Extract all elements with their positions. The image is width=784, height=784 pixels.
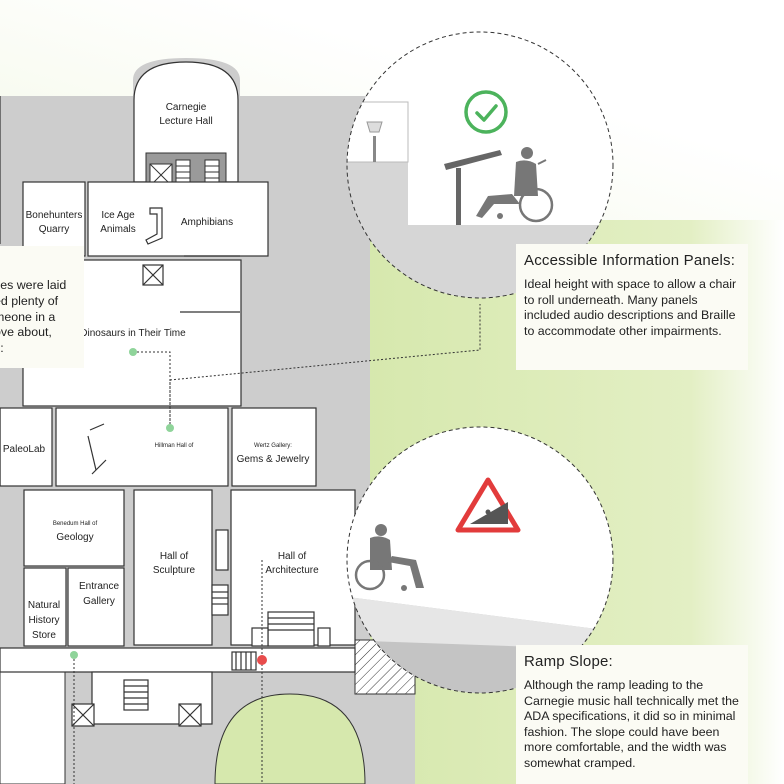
room-entrance [67, 567, 125, 647]
label-amphibians: Amphibians [181, 217, 233, 228]
ramp-card: Ramp Slope: Although the ramp leading to… [516, 645, 748, 784]
label-benedum-small: Benedum Hall of [53, 521, 98, 527]
info-panel-callout-circle [346, 31, 614, 299]
label-geology: Geology [56, 532, 93, 543]
wheelchair-user-icon [476, 147, 554, 223]
excerpt-line-1: ces were laid [0, 278, 67, 292]
excerpt-line-5: s: [0, 341, 4, 356]
marker-store[interactable] [70, 651, 78, 659]
check-circle-icon [464, 90, 508, 134]
label-lecture-hall-2: Lecture Hall [159, 116, 212, 127]
room-ice-age-amphibians [87, 181, 269, 257]
excerpt-line-4: ove about, [0, 325, 52, 340]
room-geology [23, 489, 125, 567]
label-store-3: Store [32, 630, 56, 641]
room-minerals [55, 407, 229, 487]
label-bonehunters-2: Quarry [39, 224, 70, 235]
label-architecture-2: Architecture [265, 565, 319, 576]
label-store-2: History [28, 615, 59, 626]
label-ice-age-2: Animals [100, 224, 136, 235]
callout-connectors [73, 304, 481, 784]
label-sculpture-1: Hall of [160, 551, 189, 562]
room-sculpture [133, 489, 213, 646]
marker-dinosaurs[interactable] [129, 348, 137, 356]
corridor-lower [0, 647, 356, 673]
info-panel-card: Accessible Information Panels: Ideal hei… [516, 244, 748, 370]
label-wertz-small: Wertz Gallery: [254, 443, 292, 449]
room-paleolab [0, 407, 53, 487]
label-architecture-1: Hall of [278, 551, 307, 562]
excerpt-line-2: ed plenty of [0, 293, 59, 308]
ramp-body: Although the ramp leading to the Carnegi… [524, 678, 739, 770]
label-gems: Gems & Jewelry [237, 454, 310, 465]
label-sculpture-2: Sculpture [153, 565, 196, 576]
front-lawn [214, 693, 366, 784]
room-gems [231, 407, 317, 487]
label-paleolab: PaleoLab [3, 444, 46, 455]
entrance-hall [91, 671, 213, 725]
label-store-1: Natural [28, 600, 60, 611]
slope-warning-icon [455, 477, 521, 533]
label-lecture-hall-1: Carnegie [166, 102, 207, 113]
marker-architecture[interactable] [257, 655, 267, 665]
info-panel-title: Accessible Information Panels: [524, 252, 736, 269]
label-ice-age-1: Ice Age [101, 210, 135, 221]
label-entrance-1: Entrance [79, 581, 119, 592]
marker-minerals[interactable] [166, 424, 174, 432]
ramp-title: Ramp Slope: [524, 653, 613, 670]
label-hillman-small: Hillman Hall of [155, 443, 194, 449]
label-bonehunters-1: Bonehunters [26, 210, 83, 221]
room-bonehunters [22, 181, 86, 257]
label-dinosaurs: Dinosaurs in Their Time [80, 328, 186, 339]
info-panel-body: Ideal height with space to allow a chair… [524, 277, 737, 338]
excerpt-line-3: meone in a [0, 309, 56, 324]
label-entrance-2: Gallery [83, 596, 115, 607]
room-store [23, 567, 67, 647]
wheelchair-user-icon [354, 524, 424, 591]
left-excerpt-card: ces were laid ed plenty of meone in a ov… [0, 246, 84, 368]
